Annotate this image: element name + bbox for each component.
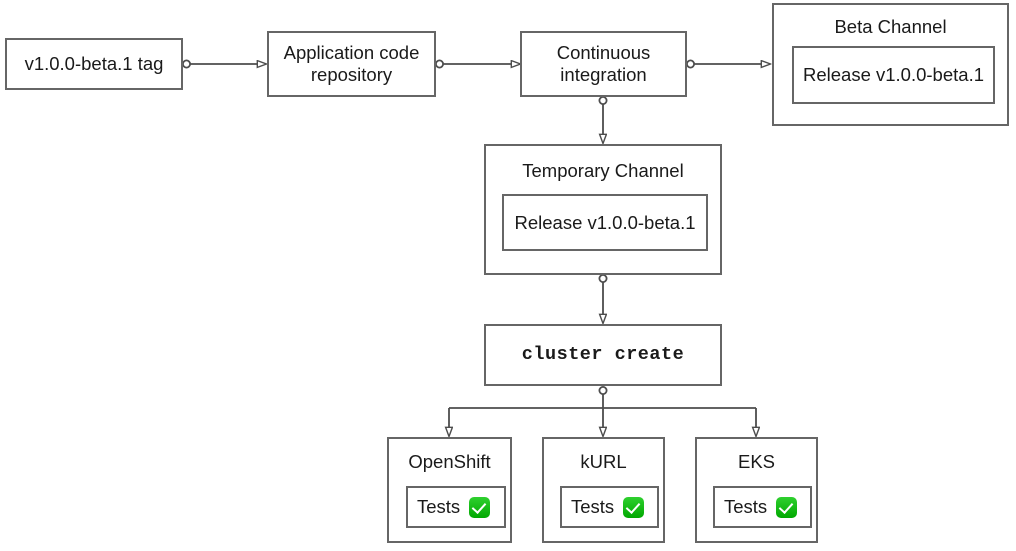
- edge-source-dot: [598, 96, 608, 106]
- kurl-tests-row: Tests: [571, 496, 645, 518]
- edge-source-dot: [181, 59, 191, 69]
- node-application-code-repository-label: Application code repository: [283, 42, 420, 85]
- green-check-icon: [776, 496, 798, 518]
- temporary-channel-release-label: Release v1.0.0-beta.1: [514, 211, 696, 233]
- edge-source-dot: [686, 59, 696, 69]
- container-beta-channel[interactable]: Beta Channel Release v1.0.0-beta.1: [772, 3, 1009, 126]
- node-cluster-create-label: cluster create: [521, 344, 685, 366]
- beta-channel-release-box[interactable]: Release v1.0.0-beta.1: [792, 46, 995, 104]
- edge-source-dot: [598, 385, 608, 395]
- green-check-icon: [469, 496, 491, 518]
- eks-tests-label: Tests: [724, 496, 768, 517]
- node-application-code-repository[interactable]: Application code repository: [267, 31, 436, 97]
- eks-tests-box[interactable]: Tests: [713, 486, 812, 528]
- temporary-channel-release-box[interactable]: Release v1.0.0-beta.1: [502, 194, 708, 251]
- kurl-tests-box[interactable]: Tests: [560, 486, 659, 528]
- kurl-tests-label: Tests: [571, 496, 615, 517]
- openshift-tests-label: Tests: [417, 496, 461, 517]
- node-cluster-create[interactable]: cluster create: [484, 324, 722, 386]
- container-temporary-channel[interactable]: Temporary Channel Release v1.0.0-beta.1: [484, 144, 722, 275]
- openshift-tests-row: Tests: [417, 496, 491, 518]
- container-target-kurl[interactable]: kURL Tests: [542, 437, 665, 543]
- node-continuous-integration[interactable]: Continuous integration: [520, 31, 687, 97]
- container-target-kurl-title: kURL: [580, 451, 627, 472]
- openshift-tests-box[interactable]: Tests: [406, 486, 506, 528]
- edge-source-dot: [598, 273, 608, 283]
- container-target-openshift[interactable]: OpenShift Tests: [387, 437, 512, 543]
- container-target-eks-title: EKS: [737, 451, 776, 472]
- node-version-tag-label: v1.0.0-beta.1 tag: [24, 53, 164, 75]
- node-continuous-integration-label: Continuous integration: [556, 42, 651, 85]
- edge-source-dot: [434, 59, 444, 69]
- container-temporary-channel-title: Temporary Channel: [522, 160, 684, 181]
- container-target-openshift-title: OpenShift: [408, 451, 491, 472]
- container-beta-channel-title: Beta Channel: [834, 16, 947, 37]
- node-version-tag[interactable]: v1.0.0-beta.1 tag: [5, 38, 183, 90]
- eks-tests-row: Tests: [724, 496, 798, 518]
- beta-channel-release-label: Release v1.0.0-beta.1: [802, 64, 984, 85]
- container-target-eks[interactable]: EKS Tests: [695, 437, 818, 543]
- green-check-icon: [623, 496, 645, 518]
